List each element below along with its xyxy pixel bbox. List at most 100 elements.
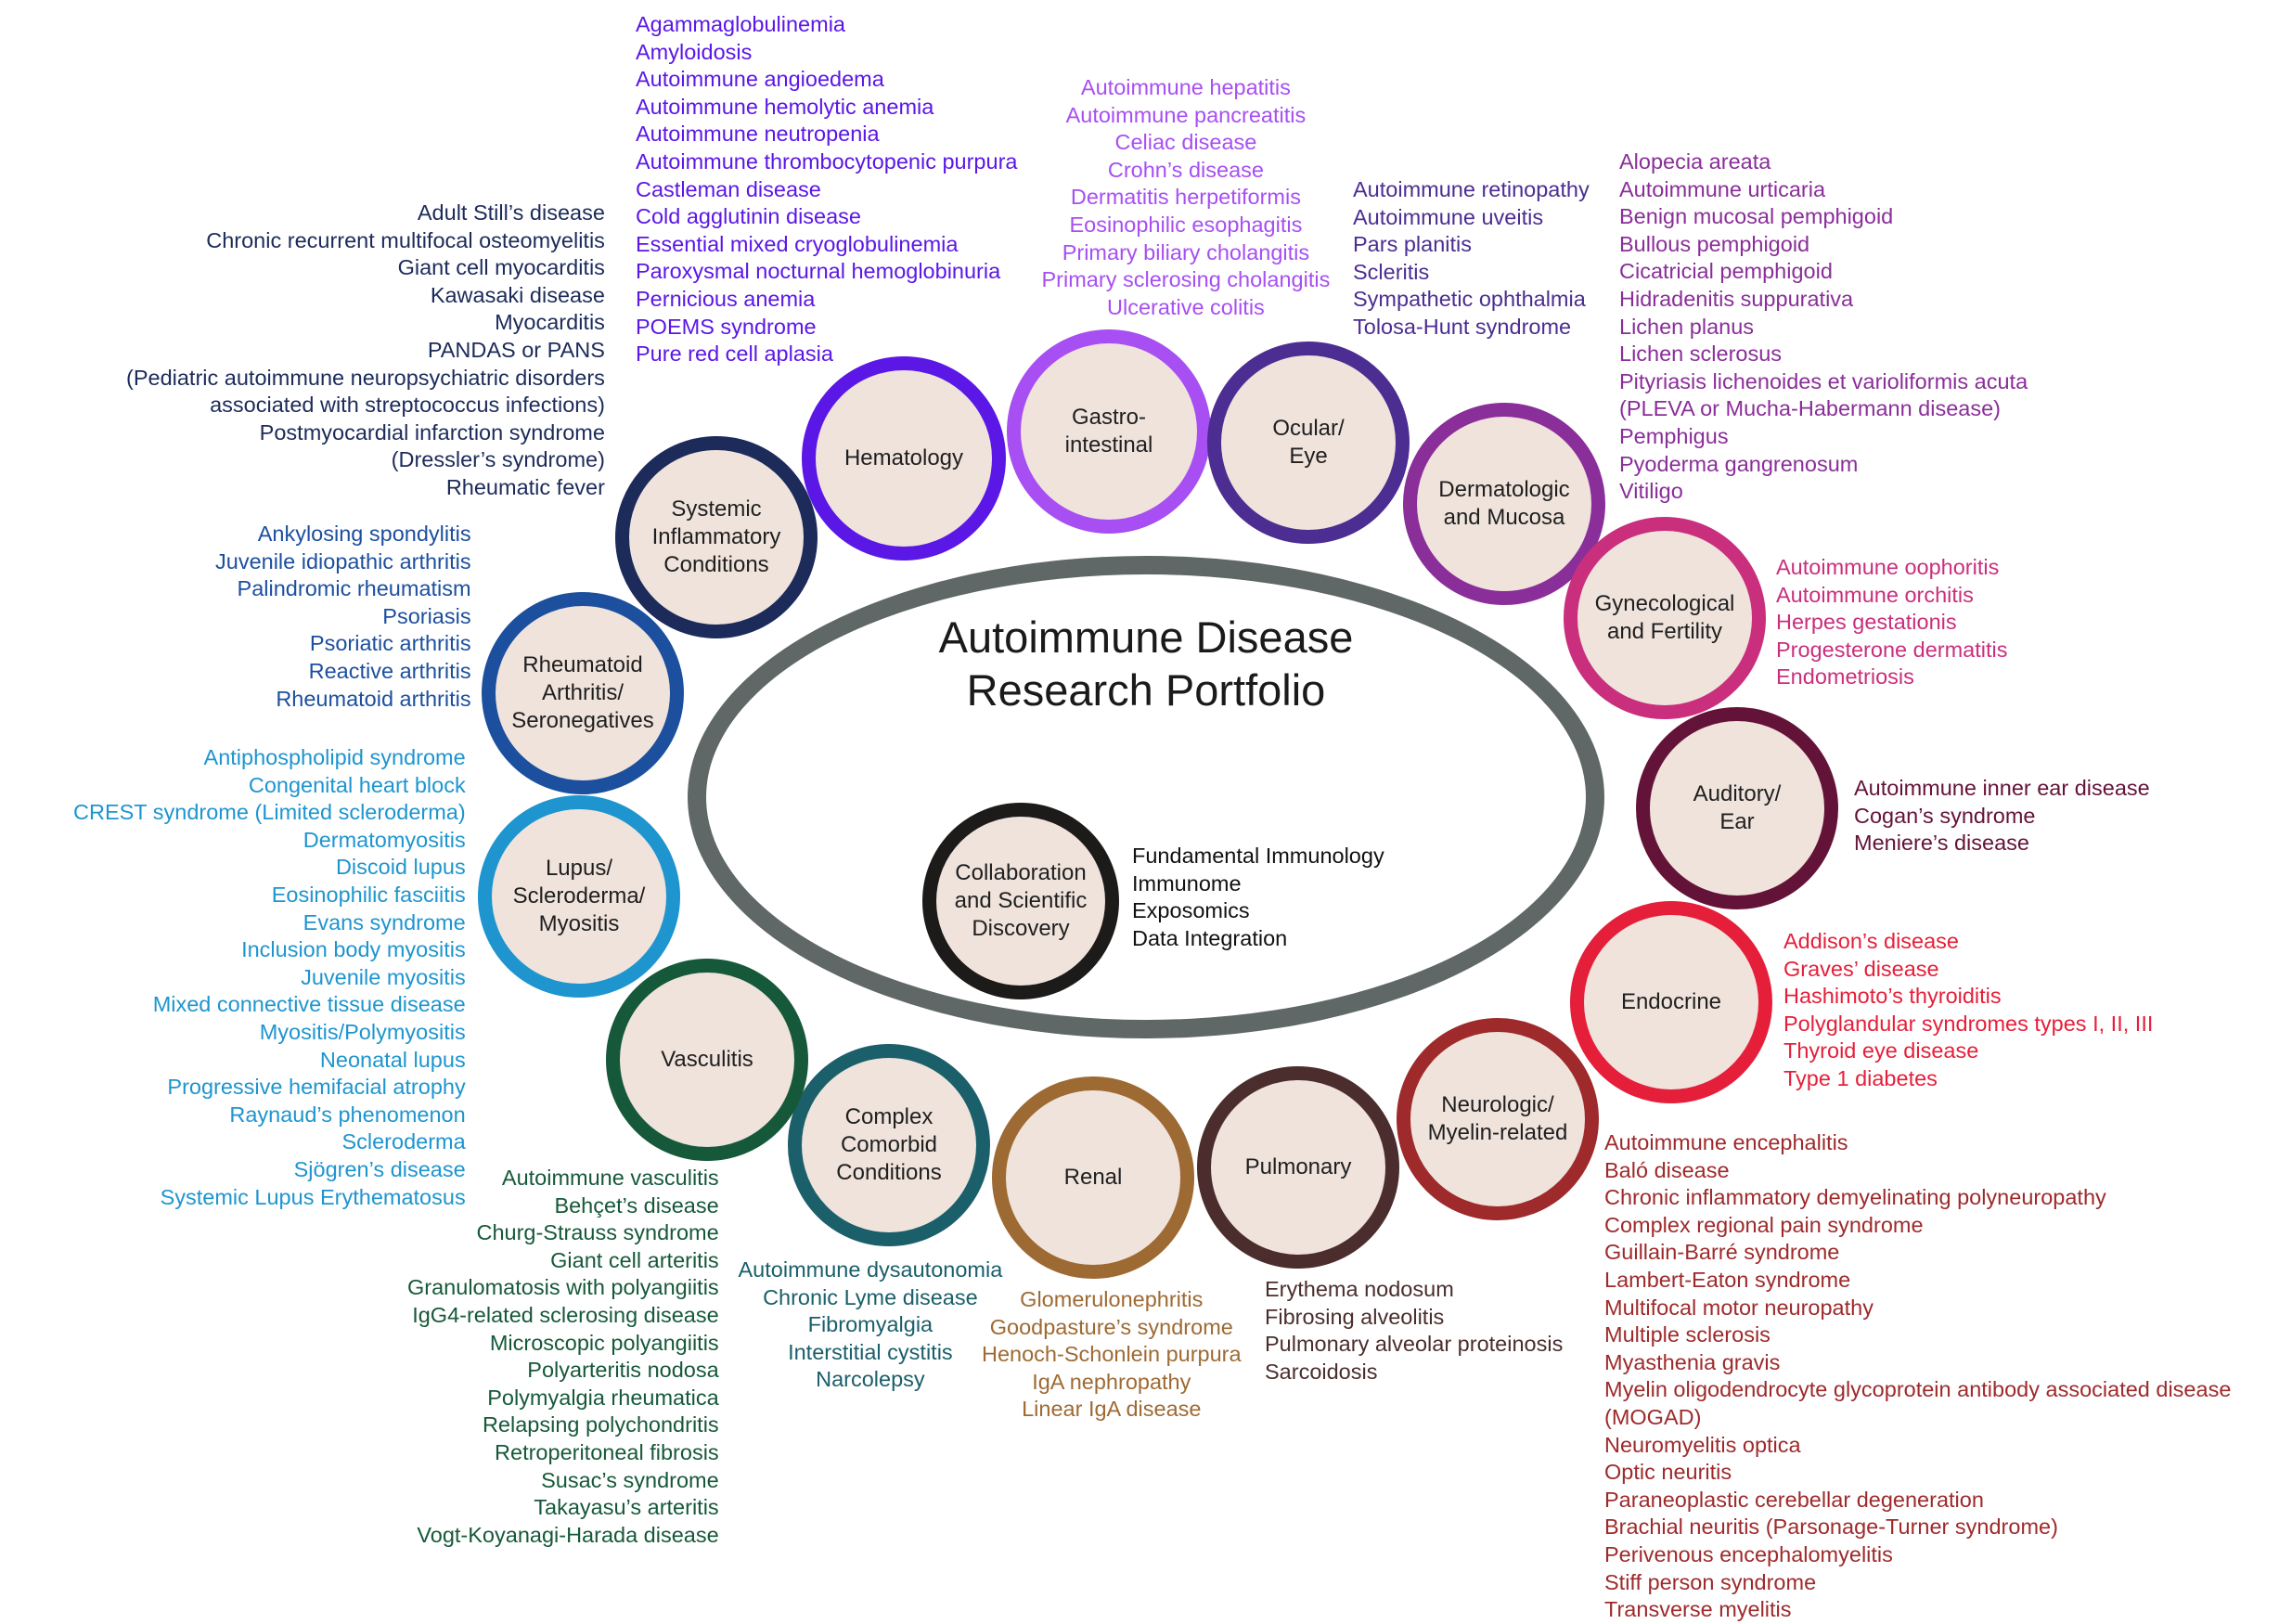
list-item: IgA nephropathy xyxy=(1032,1369,1191,1394)
list-item: Castleman disease xyxy=(636,176,821,201)
list-item: Multifocal motor neuropathy xyxy=(1604,1295,1874,1320)
list-item: Rheumatic fever xyxy=(445,474,605,499)
list-item: Autoimmune inner ear disease xyxy=(1854,776,2150,800)
list-item: Polymyalgia rheumatica xyxy=(487,1385,719,1410)
list-item: Myelin oligodendrocyte glycoprotein anti… xyxy=(1604,1377,2232,1402)
list-item: Autoimmune hemolytic anemia xyxy=(636,94,934,119)
list-item: Lambert-Eaton syndrome xyxy=(1604,1267,1851,1292)
complex-comorbid-label: Complex Comorbid Conditions xyxy=(836,1104,942,1185)
list-item: POEMS syndrome xyxy=(636,314,817,339)
list-item: Systemic Lupus Erythematosus xyxy=(160,1184,466,1209)
list-item: Progesterone dermatitis xyxy=(1776,637,2008,662)
list-item: Fibromyalgia xyxy=(807,1312,934,1337)
neurologic-circle: Neurologic/ Myelin-related xyxy=(1397,1018,1599,1220)
list-item: Essential mixed cryoglobulinemia xyxy=(636,231,959,256)
list-item: Relapsing polychondritis xyxy=(482,1412,719,1437)
list-item: Pars planitis xyxy=(1353,232,1472,257)
list-item: Reactive arthritis xyxy=(308,658,471,683)
list-item: Takayasu’s arteritis xyxy=(534,1495,719,1520)
list-item: Giant cell myocarditis xyxy=(397,255,605,280)
list-item: Autoimmune hepatitis xyxy=(1080,75,1291,99)
list-item: (Pediatric autoimmune neuropsychiatric d… xyxy=(126,365,605,390)
list-item: Autoimmune uveitis xyxy=(1353,204,1544,229)
list-item: Pernicious anemia xyxy=(636,286,816,311)
list-item: Sjögren’s disease xyxy=(293,1156,466,1181)
list-item: Meniere’s disease xyxy=(1854,831,2029,856)
list-item: Cogan’s syndrome xyxy=(1854,803,2036,828)
list-item: Myositis/Polymyositis xyxy=(259,1019,466,1044)
list-item: Hidradenitis suppurativa xyxy=(1619,286,1854,311)
list-item: Cicatricial pemphigoid xyxy=(1619,259,1833,284)
list-item: Addison’s disease xyxy=(1783,929,1959,953)
renal-label: Renal xyxy=(1063,1165,1123,1190)
list-item: Autoimmune neutropenia xyxy=(636,122,880,147)
list-item: Linear IgA disease xyxy=(1022,1397,1202,1422)
list-item: Autoimmune oophoritis xyxy=(1776,555,2000,579)
list-item: Lichen planus xyxy=(1619,314,1755,339)
list-item: Amyloidosis xyxy=(636,39,753,64)
list-item: Bullous pemphigoid xyxy=(1619,231,1810,256)
list-item: Neuromyelitis optica xyxy=(1604,1432,1801,1457)
list-item: Chronic Lyme disease xyxy=(763,1284,978,1309)
vasculitis-circle: Vasculitis xyxy=(606,959,808,1161)
hematology-circle: Hematology xyxy=(802,356,1006,561)
list-item: Hashimoto’s thyroiditis xyxy=(1783,984,2002,1009)
list-item: (PLEVA or Mucha-Habermann disease) xyxy=(1619,396,2002,421)
list-item: Neonatal lupus xyxy=(319,1047,466,1072)
list-item: Brachial neuritis (Parsonage-Turner synd… xyxy=(1604,1514,2058,1540)
list-item: Multiple sclerosis xyxy=(1604,1322,1771,1347)
list-item: Inclusion body myositis xyxy=(241,937,466,962)
list-item: Congenital heart block xyxy=(248,772,466,797)
list-item: Antiphospholipid syndrome xyxy=(203,745,466,769)
vasculitis-label: Vasculitis xyxy=(661,1047,753,1072)
list-item: Scleritis xyxy=(1353,259,1430,284)
list-item: Churg-Strauss syndrome xyxy=(476,1220,719,1245)
list-item: Herpes gestationis xyxy=(1776,610,1957,635)
list-item: Scleroderma xyxy=(341,1129,466,1154)
list-item: Primary biliary cholangitis xyxy=(1062,239,1310,264)
renal-circle: Renal xyxy=(992,1076,1194,1279)
list-item: Dermatomyositis xyxy=(303,827,466,852)
list-item: Goodpasture’s syndrome xyxy=(989,1314,1233,1339)
list-item: Pure red cell aplasia xyxy=(636,342,833,367)
list-item: Psoriasis xyxy=(382,603,471,628)
list-item: Baló disease xyxy=(1604,1157,1730,1182)
list-item: Autoimmune dysautonomia xyxy=(738,1257,1003,1282)
list-item: Autoimmune vasculitis xyxy=(501,1166,719,1190)
list-item: Glomerulonephritis xyxy=(1020,1287,1204,1311)
list-item: Vogt-Koyanagi-Harada disease xyxy=(417,1522,719,1547)
list-item: Juvenile myositis xyxy=(301,964,466,989)
lupus-circle: Lupus/ Scleroderma/ Myositis xyxy=(478,795,680,998)
neurologic-label: Neurologic/ Myelin-related xyxy=(1427,1092,1568,1145)
list-item: Paroxysmal nocturnal hemoglobinuria xyxy=(636,259,1001,284)
list-item: Rheumatoid arthritis xyxy=(276,686,471,711)
list-item: Pulmonary alveolar proteinosis xyxy=(1265,1332,1564,1357)
list-item: Kawasaki disease xyxy=(430,282,605,307)
list-item: Pemphigus xyxy=(1619,423,1729,448)
list-item: Ankylosing spondylitis xyxy=(257,522,471,546)
list-item: Progressive hemifacial atrophy xyxy=(167,1075,466,1100)
list-item: Transverse myelitis xyxy=(1604,1597,1792,1622)
rheumatoid-label: Rheumatoid Arthritis/ Seronegatives xyxy=(511,652,654,733)
list-item: Cold agglutinin disease xyxy=(636,204,861,229)
list-item: Type 1 diabetes xyxy=(1783,1065,1938,1090)
list-item: Narcolepsy xyxy=(816,1367,925,1392)
list-item: Primary sclerosing cholangitis xyxy=(1041,267,1331,292)
list-item: Pyoderma gangrenosum xyxy=(1619,451,1859,476)
list-item: Juvenile idiopathic arthritis xyxy=(215,548,471,574)
list-item: Dermatitis herpetiformis xyxy=(1070,185,1301,210)
list-item: Eosinophilic fasciitis xyxy=(271,882,466,907)
list-item: Stiff person syndrome xyxy=(1604,1569,1817,1594)
list-item: Guillain-Barré syndrome xyxy=(1604,1240,1840,1265)
systemic-inflammatory-circle: Systemic Inflammatory Conditions xyxy=(615,436,818,638)
list-item: Exposomics xyxy=(1132,898,1250,923)
list-item: Endometriosis xyxy=(1776,664,1914,690)
